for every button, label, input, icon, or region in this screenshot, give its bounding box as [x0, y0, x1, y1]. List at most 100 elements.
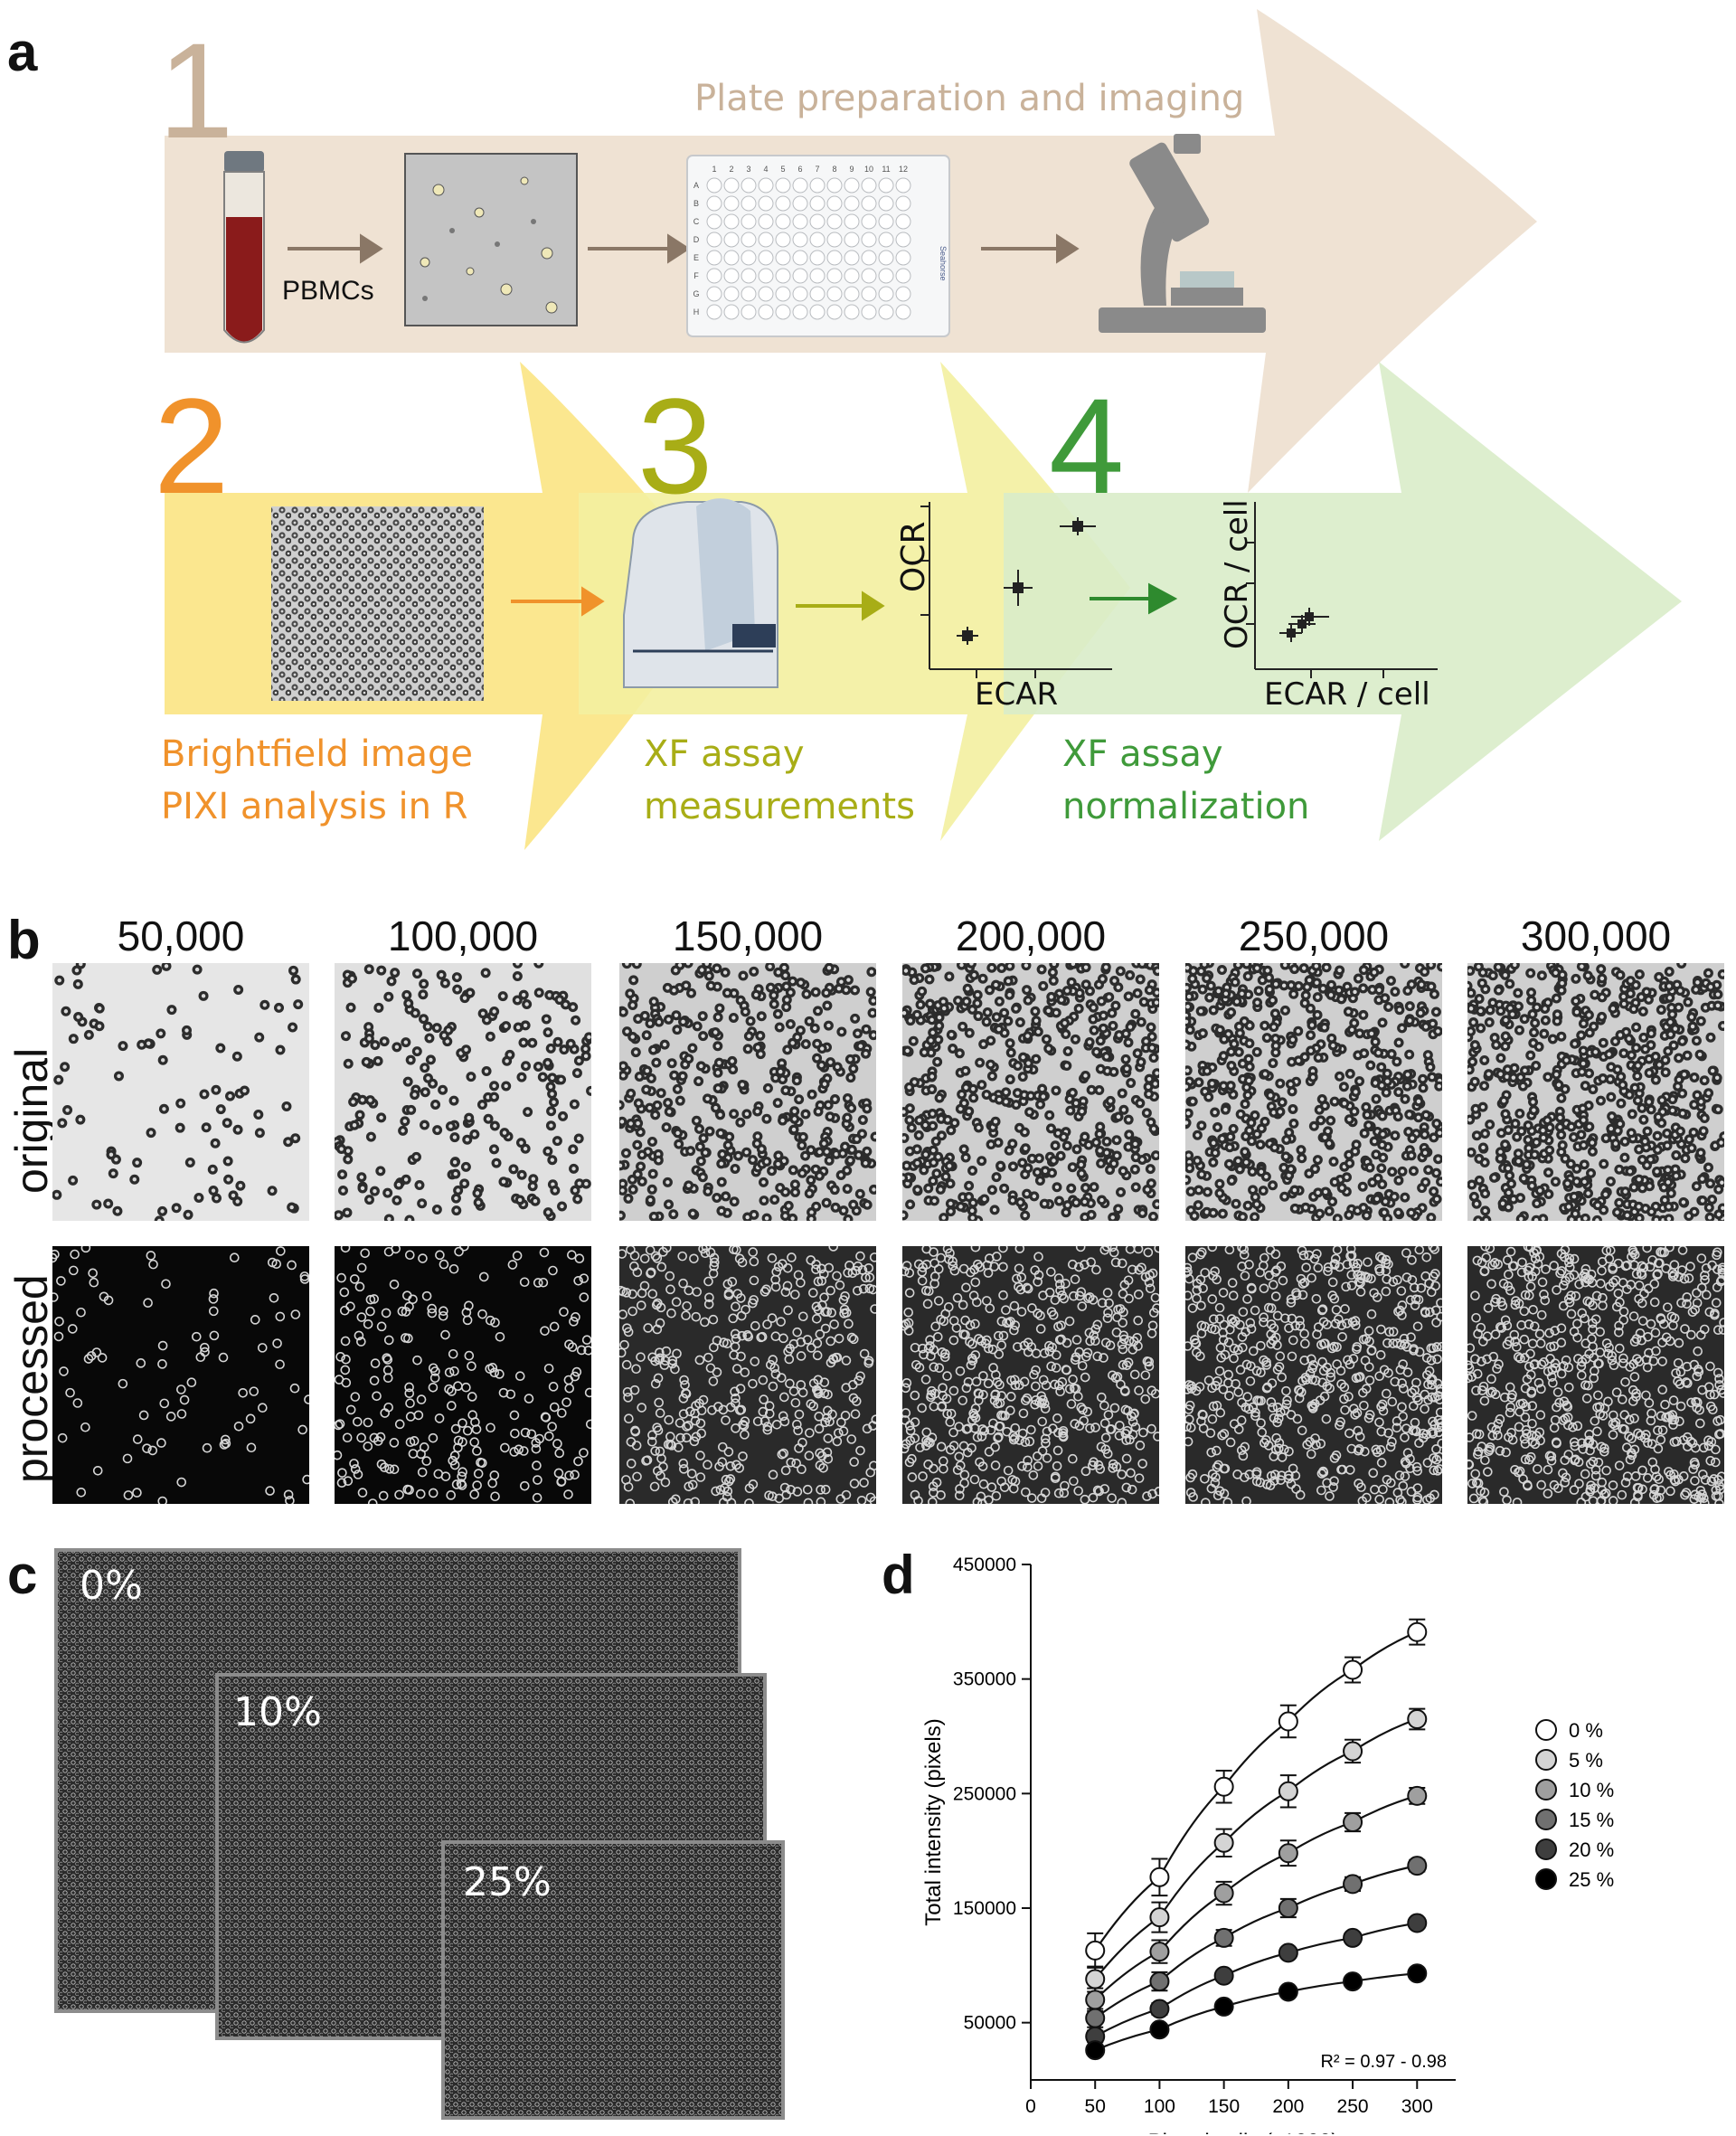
plate-well [792, 286, 808, 302]
plate-well [861, 232, 877, 248]
x-tick-label: 200 [1272, 2096, 1304, 2117]
data-point [1407, 1963, 1428, 1984]
flow-arrow-3 [981, 233, 1080, 264]
plate-row-label: F [693, 271, 699, 280]
plate-well [861, 304, 877, 320]
plate-well [741, 304, 757, 320]
data-point [1407, 1913, 1428, 1933]
plate-col-label: 6 [797, 165, 802, 174]
plate-well [775, 195, 791, 212]
data-point [1085, 1990, 1106, 2010]
data-point [1213, 1883, 1234, 1904]
data-point [1213, 1776, 1234, 1797]
x-tick-label: 50 [1085, 2096, 1106, 2117]
plate-well [723, 195, 740, 212]
plate-well [792, 195, 808, 212]
plate-well [741, 250, 757, 266]
plate-row-label: C [693, 217, 700, 226]
data-point [1278, 1981, 1298, 2002]
data-point [1343, 1927, 1363, 1948]
legend-marker [1535, 1779, 1557, 1800]
processed-image [1185, 1246, 1442, 1504]
data-point [1085, 2040, 1106, 2061]
processed-image [1467, 1246, 1724, 1504]
plate-well [826, 304, 843, 320]
step2-number: 2 [154, 370, 230, 522]
plate-well [792, 250, 808, 266]
plate-well [809, 232, 826, 248]
plate-well [844, 195, 860, 212]
plate-well [895, 177, 911, 194]
plate-well [878, 195, 894, 212]
legend-marker [1535, 1838, 1557, 1860]
plate-well [775, 304, 791, 320]
data-point [1085, 1969, 1106, 1990]
data-point [1278, 1843, 1298, 1864]
series-line [1094, 1717, 1418, 1980]
plate-well [895, 213, 911, 230]
plate-well [775, 232, 791, 248]
plate-well [758, 250, 774, 266]
legend-label: 0 % [1569, 1719, 1603, 1742]
flow-arrow-5 [796, 591, 885, 621]
step1-number: 1 [158, 14, 234, 166]
plate-well [706, 250, 722, 266]
series-line [1094, 1865, 1418, 2019]
plate-well [878, 213, 894, 230]
plate-row-label: E [693, 253, 699, 262]
data-point [1343, 1971, 1363, 1992]
series-line [1094, 1630, 1418, 1952]
data-point [1149, 1907, 1170, 1928]
plate-well [878, 232, 894, 248]
plate-well [706, 177, 722, 194]
plate-well [741, 232, 757, 248]
plate-well [741, 213, 757, 230]
step4-arrow [1004, 362, 1682, 841]
plate-well [861, 177, 877, 194]
plate-well [826, 213, 843, 230]
plate-col-label: 2 [729, 165, 733, 174]
data-point [1085, 1940, 1106, 1961]
row-label-original: original [6, 1047, 57, 1194]
plate-well [844, 250, 860, 266]
series-line [1094, 1972, 1418, 2052]
normalized-plot [1246, 502, 1438, 678]
plate-well [809, 213, 826, 230]
plate-well [844, 286, 860, 302]
processed-image [902, 1246, 1159, 1504]
step3-arrow [579, 362, 1130, 841]
legend-label: 25 % [1569, 1868, 1614, 1891]
x-tick-label: 250 [1337, 2096, 1369, 2117]
plate-well [723, 177, 740, 194]
processed-image [335, 1246, 591, 1504]
plate-well [758, 213, 774, 230]
data-point [1407, 1856, 1428, 1876]
processed-image [619, 1246, 876, 1504]
legend-marker [1535, 1749, 1557, 1771]
label-10-percent: 10% [233, 1689, 322, 1735]
plate-well [844, 304, 860, 320]
plate-well [895, 286, 911, 302]
plate-well [895, 250, 911, 266]
plate-row-label: A [693, 181, 699, 190]
cell-count-label: 200,000 [955, 912, 1107, 959]
cell-count-label: 250,000 [1238, 912, 1390, 959]
data-point [1407, 1785, 1428, 1806]
flow-arrow-6 [1090, 582, 1178, 615]
data-point [1213, 1927, 1234, 1948]
plate-well [758, 268, 774, 284]
plate-well [826, 250, 843, 266]
plate-col-label: 10 [864, 165, 873, 174]
plate-col-label: 1 [712, 165, 716, 174]
plate-well [861, 286, 877, 302]
step3-number: 3 [637, 370, 713, 522]
plate-well [792, 232, 808, 248]
plate-col-label: 3 [746, 165, 750, 174]
plate-well [723, 213, 740, 230]
data-point [1343, 1659, 1363, 1680]
data-point [1149, 1971, 1170, 1992]
panel-b-letter: b [7, 910, 41, 970]
cell-count-label: 300,000 [1520, 912, 1672, 959]
plate-well [878, 304, 894, 320]
